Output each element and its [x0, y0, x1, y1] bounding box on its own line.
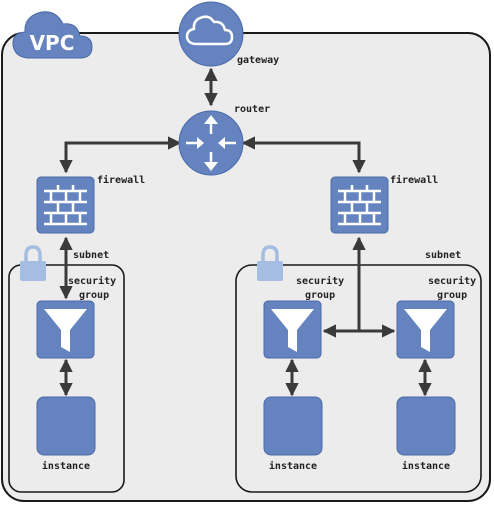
funnel-icon: [44, 309, 87, 352]
router-node: [178, 110, 244, 176]
connector-router-firewall-left: [59, 136, 182, 174]
subnet-right-label: subnet: [425, 250, 461, 261]
firewall-left-label: firewall: [97, 174, 145, 186]
firewall-right-node: [330, 176, 389, 234]
instance-left-label: instance: [42, 460, 90, 472]
security-group-right-node: [396, 300, 455, 359]
subnet-left-label: subnet: [73, 250, 109, 261]
vpc-cloud-icon: VPC: [12, 11, 93, 59]
instance-left-node: [36, 396, 96, 456]
funnel-icon: [404, 309, 447, 352]
instance-mid-node: [263, 396, 323, 456]
connectors: [59, 67, 432, 397]
security-group-left-node: [36, 300, 95, 359]
funnel-icon: [271, 309, 314, 352]
gateway-label: gateway: [237, 55, 279, 66]
sg-left-label-line2: group: [79, 290, 109, 301]
instance-right-node: [396, 396, 456, 456]
sg-right-label-line2: group: [437, 290, 467, 301]
gateway-node: [178, 1, 244, 67]
instance-right-label: instance: [402, 460, 450, 472]
brick-wall-icon: [338, 185, 381, 226]
firewall-right-label: firewall: [390, 174, 438, 186]
sg-mid-label-line2: group: [305, 290, 335, 301]
lock-icon: [20, 245, 46, 281]
connector-router-firewall-right: [241, 136, 366, 174]
sg-right-label-line1: security: [428, 275, 476, 287]
sg-mid-label-line1: security: [296, 275, 344, 287]
vpc-label: VPC: [30, 31, 75, 55]
brick-wall-icon: [44, 185, 87, 226]
router-label: router: [234, 104, 270, 115]
firewall-left-node: [36, 176, 95, 234]
lock-icon: [257, 245, 283, 281]
cloud-icon: [185, 15, 234, 46]
router-arrows-icon: [186, 115, 236, 171]
instance-mid-label: instance: [269, 460, 317, 472]
sg-left-label-line1: security: [68, 275, 116, 287]
security-group-mid-node: [263, 300, 322, 359]
